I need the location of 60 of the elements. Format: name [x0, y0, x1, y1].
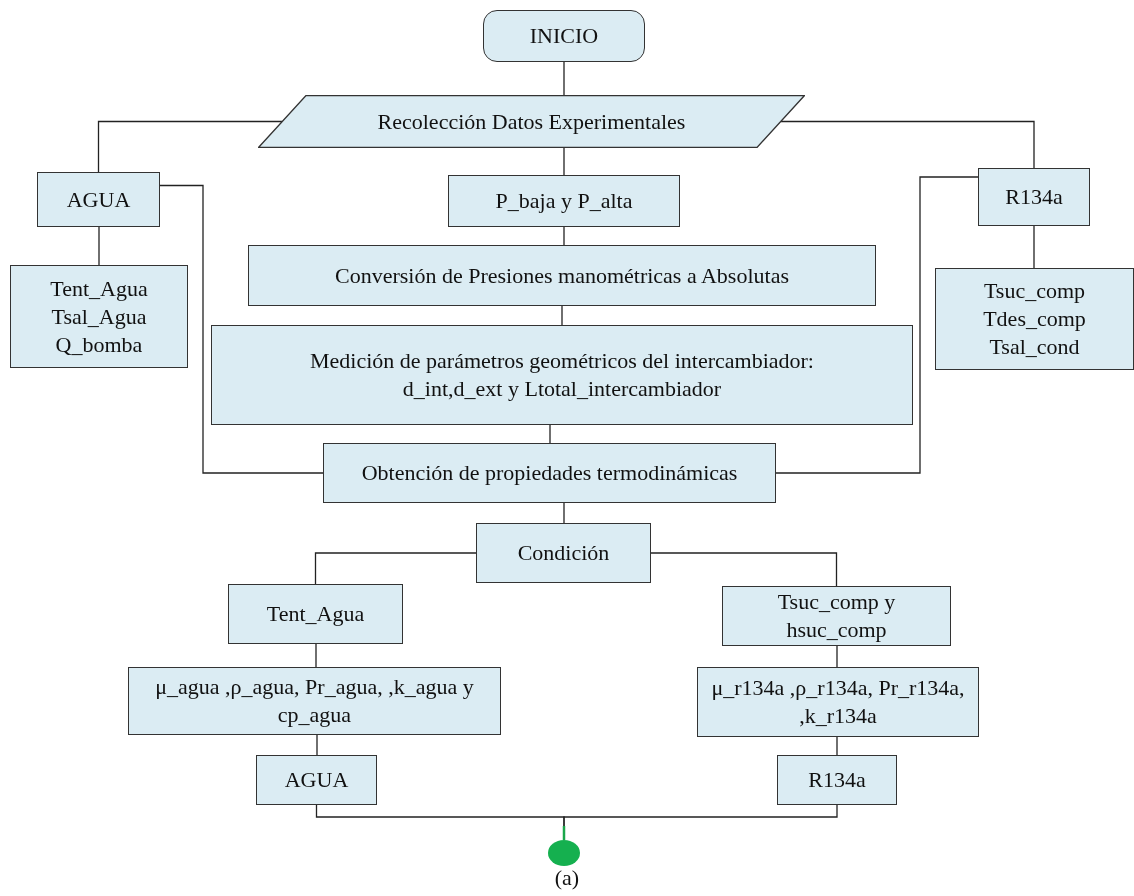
connector-line — [836, 736, 838, 756]
connector-line — [563, 61, 565, 96]
connector-line — [316, 734, 318, 756]
connector-line — [563, 502, 565, 524]
connector-line — [549, 424, 551, 444]
node-text: Conversión de Presiones manométricas a Absolutas — [334, 261, 790, 290]
figure-caption: (a) — [553, 864, 581, 892]
process-box — [128, 667, 501, 735]
connector-line — [775, 176, 979, 474]
process-box — [248, 245, 876, 306]
process-box — [697, 667, 979, 737]
node-text: Recolección Datos Experimentales — [376, 107, 687, 136]
process-box — [228, 584, 403, 644]
node-text: Condición — [516, 539, 611, 567]
variable-name: Tent_Agua — [49, 274, 149, 303]
node-text: R134a — [807, 766, 867, 794]
process-box — [476, 523, 651, 583]
variable-name: Tsuc_comp — [982, 277, 1087, 305]
connector-line — [98, 226, 100, 266]
variable-list-box — [935, 268, 1134, 370]
connector-line — [97, 120, 283, 173]
process-box — [978, 168, 1090, 226]
start-terminal — [483, 10, 645, 62]
node-text: μ_r134a ,ρ_r134a, Pr_r134a, ,k_r134a — [710, 674, 966, 730]
node-text: Tsuc_comp y hsuc_comp — [776, 588, 897, 644]
process-box — [323, 443, 776, 503]
node-text: P_baja y P_alta — [494, 187, 634, 215]
process-box — [37, 172, 160, 227]
connector-line — [836, 645, 838, 668]
node-text: Tent_Agua — [265, 600, 366, 628]
connector-line — [314, 552, 477, 585]
connector-line — [563, 804, 838, 827]
node-text: AGUA — [65, 185, 132, 214]
connector-line — [650, 552, 838, 587]
variable-name: Tdes_comp — [982, 305, 1087, 333]
node-text: R134a — [1004, 183, 1064, 211]
data-input-parallelogram — [258, 95, 805, 148]
connector-line — [563, 147, 565, 176]
process-box — [777, 755, 897, 805]
connector-line — [561, 305, 563, 326]
process-box — [256, 755, 377, 805]
process-box — [211, 325, 913, 425]
node-text: INICIO — [528, 22, 600, 50]
connector-line — [159, 184, 324, 474]
process-box — [448, 175, 680, 227]
process-box — [722, 586, 951, 646]
variable-name: Tsal_cond — [988, 333, 1081, 361]
variable-name: Tsal_Agua — [50, 302, 148, 331]
connector-line — [1033, 225, 1035, 269]
variable-name: Q_bomba — [54, 330, 144, 359]
connector-line — [780, 120, 1035, 169]
connector-line — [315, 643, 317, 668]
end-terminator-circle — [547, 826, 581, 866]
node-text: AGUA — [283, 766, 350, 794]
node-text: Medición de parámetros geométricos del intercambiador: — [309, 347, 815, 375]
node-text: d_int,d_ext y Ltotal_intercambiador — [401, 375, 723, 403]
node-text: Obtención de propiedades termodinámicas — [360, 459, 739, 487]
connector-line — [563, 226, 565, 246]
node-text: μ_agua ,ρ_agua, Pr_agua, ,k_agua y cp_agua — [154, 673, 475, 729]
variable-list-box — [10, 265, 188, 368]
